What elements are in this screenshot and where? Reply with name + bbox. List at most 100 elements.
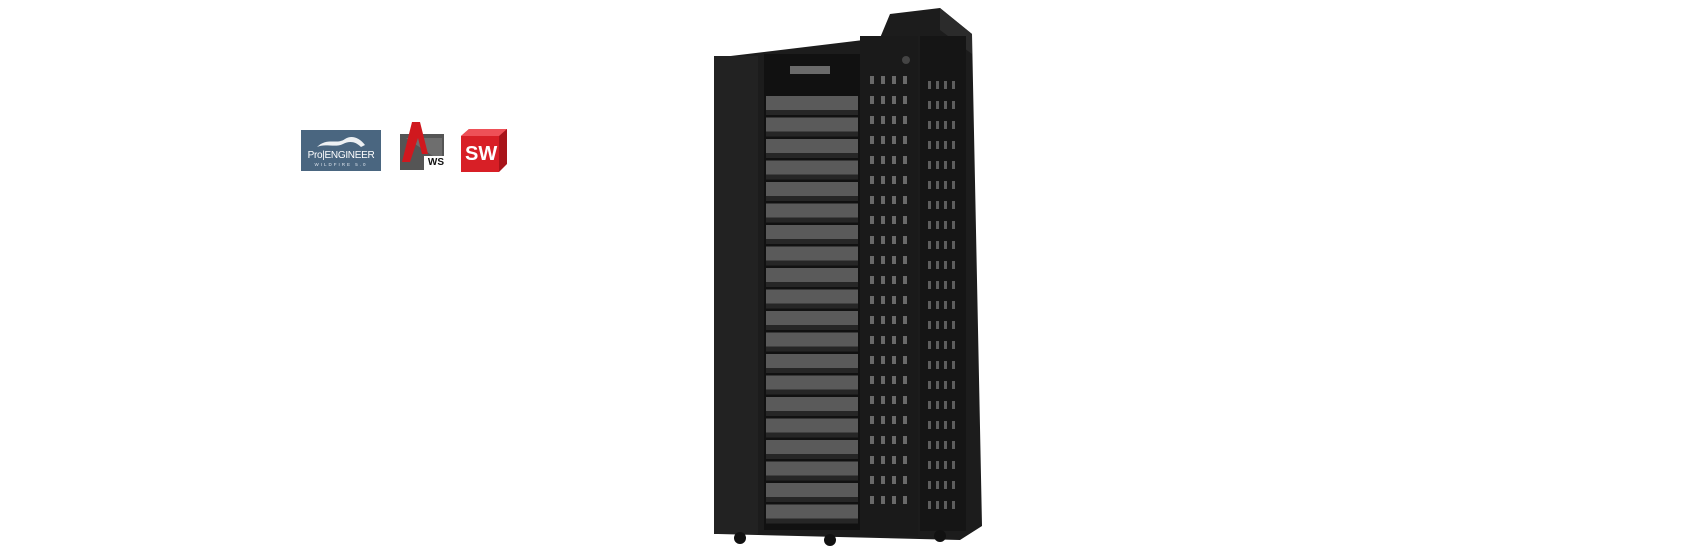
vent-slot	[892, 216, 896, 224]
vent-slot	[870, 356, 874, 364]
rack-shelf	[766, 268, 858, 282]
vent-slot	[892, 196, 896, 204]
vent-slot	[952, 501, 955, 509]
vent-slot	[928, 281, 931, 289]
vent-slot	[892, 156, 896, 164]
rack-shelf-rail	[766, 303, 858, 309]
vent-slot	[881, 316, 885, 324]
proengineer-wave-icon	[317, 137, 365, 147]
vent-slot	[903, 136, 907, 144]
vent-slot	[881, 136, 885, 144]
cable-port-icon	[902, 56, 910, 64]
vent-slot	[881, 76, 885, 84]
vent-slot	[870, 216, 874, 224]
rack-shelf-rail	[766, 518, 858, 524]
vent-slot	[944, 401, 947, 409]
vent-slot	[952, 181, 955, 189]
vent-slot	[870, 336, 874, 344]
vent-slot	[870, 176, 874, 184]
vent-slot	[944, 261, 947, 269]
vent-slot	[952, 221, 955, 229]
vent-slot	[881, 476, 885, 484]
vent-slot	[870, 76, 874, 84]
vent-slot	[928, 341, 931, 349]
vent-slot	[952, 441, 955, 449]
vent-slot	[944, 301, 947, 309]
vent-slot	[936, 461, 939, 469]
vent-slot	[892, 316, 896, 324]
vent-slot	[881, 376, 885, 384]
vent-slot	[928, 381, 931, 389]
vent-slot	[944, 181, 947, 189]
vent-slot	[944, 481, 947, 489]
vent-slot	[928, 321, 931, 329]
vent-slot	[903, 436, 907, 444]
vent-slot	[892, 336, 896, 344]
solidworks-text: SW	[465, 143, 498, 165]
vent-slot	[870, 136, 874, 144]
vent-slot	[892, 96, 896, 104]
vent-slot	[903, 276, 907, 284]
rack-shelf-rail	[766, 432, 858, 438]
vent-slot	[936, 381, 939, 389]
vent-slot	[928, 481, 931, 489]
autocad-ws-text: WS	[427, 157, 444, 168]
vent-slot	[936, 241, 939, 249]
caster-wheel-icon	[824, 534, 836, 546]
vent-slot	[936, 501, 939, 509]
vent-slot	[870, 416, 874, 424]
vent-slot	[870, 256, 874, 264]
vent-slot	[903, 176, 907, 184]
vent-slot	[870, 276, 874, 284]
rack-shelf-rail	[766, 239, 858, 244]
vent-slot	[881, 96, 885, 104]
vent-slot	[928, 501, 931, 509]
vent-slot	[944, 81, 947, 89]
vent-slot	[952, 261, 955, 269]
solidworks-logo: SW	[459, 128, 508, 173]
rack-shelf-rail	[766, 389, 858, 395]
rack-shelf-rail	[766, 454, 858, 459]
vent-slot	[952, 81, 955, 89]
vent-slot	[928, 361, 931, 369]
vent-slot	[936, 481, 939, 489]
vent-slot	[881, 496, 885, 504]
rack-shelf	[766, 418, 858, 433]
rack-shelf-rail	[766, 131, 858, 137]
proengineer-logo-text: Pro|ENGINEER	[307, 150, 375, 161]
vent-slot	[870, 156, 874, 164]
vent-slot	[928, 121, 931, 129]
vent-slot	[944, 461, 947, 469]
vent-slot	[903, 396, 907, 404]
vent-slot	[903, 296, 907, 304]
vent-slot	[870, 116, 874, 124]
vent-slot	[944, 341, 947, 349]
vent-slot	[952, 421, 955, 429]
vent-slot	[892, 176, 896, 184]
vent-slot	[944, 381, 947, 389]
rack-shelf-rail	[766, 325, 858, 330]
rack-shelf	[766, 96, 858, 110]
vent-slot	[952, 141, 955, 149]
vent-slot	[881, 156, 885, 164]
rack-shelf	[766, 160, 858, 175]
vent-slot	[892, 256, 896, 264]
rack-shelf	[766, 117, 858, 132]
vent-slot	[881, 236, 885, 244]
vent-slot	[870, 96, 874, 104]
vent-slot	[928, 221, 931, 229]
vent-slot	[870, 376, 874, 384]
vent-slot	[944, 441, 947, 449]
vent-slot	[952, 101, 955, 109]
rack-shelf	[766, 203, 858, 218]
vent-slot	[952, 381, 955, 389]
vent-slot	[903, 156, 907, 164]
vent-slot	[903, 336, 907, 344]
vent-slot	[936, 221, 939, 229]
vent-slot	[936, 141, 939, 149]
vent-slot	[952, 201, 955, 209]
vent-slot	[870, 396, 874, 404]
vent-slot	[870, 436, 874, 444]
rack-shelf-rail	[766, 110, 858, 115]
rack-shelf-rail	[766, 368, 858, 373]
